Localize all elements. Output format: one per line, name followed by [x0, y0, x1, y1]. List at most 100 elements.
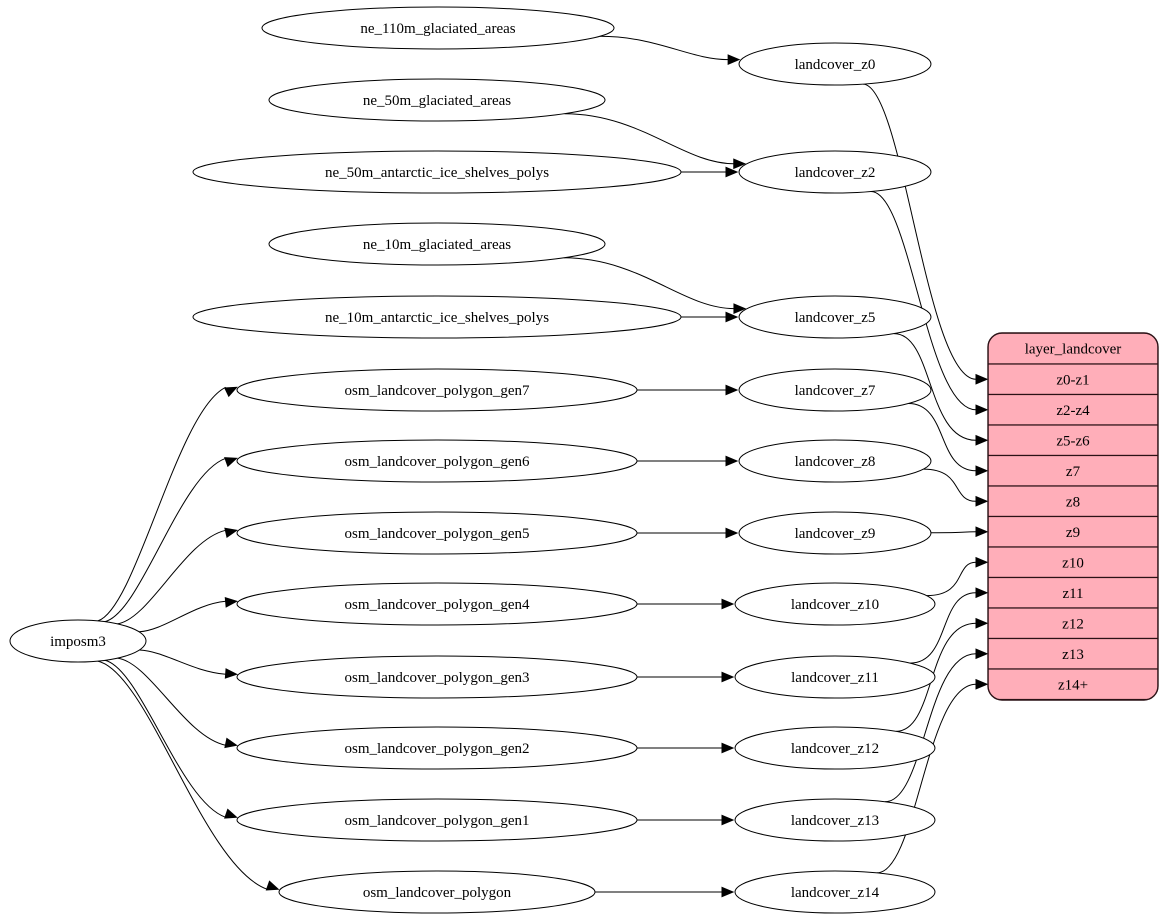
node-ne_110m_glaciated_areas[interactable]: ne_110m_glaciated_areas: [261, 6, 615, 50]
edge-imposm3-to-osm_landcover_polygon_gen6: [104, 457, 226, 623]
node-shape-natural-earth: [192, 150, 682, 194]
node-landcover_z9[interactable]: landcover_z9: [738, 511, 932, 555]
table-row-label: z11: [1062, 586, 1083, 602]
edge-arrowhead: [224, 668, 238, 679]
node-shape-natural-earth: [192, 295, 682, 339]
node-label: osm_landcover_polygon_gen6: [345, 454, 530, 470]
table-row-label: z7: [1066, 464, 1081, 480]
node-label: landcover_z2: [795, 165, 876, 181]
edge-landcover_z14-to-layer_landcover-z14+: [876, 683, 977, 874]
node-osm_landcover_polygon[interactable]: osm_landcover_polygon: [278, 870, 596, 914]
node-shape-natural-earth: [268, 222, 606, 266]
edge-imposm3-to-osm_landcover_polygon_gen5: [117, 529, 226, 625]
node-shape-landcover: [734, 655, 936, 699]
edge-imposm3-to-osm_landcover_polygon_gen1: [104, 659, 226, 818]
node-ne_50m_glaciated_areas[interactable]: ne_50m_glaciated_areas: [268, 78, 606, 122]
node-label: landcover_z7: [795, 383, 876, 399]
node-osm_landcover_polygon_gen1[interactable]: osm_landcover_polygon_gen1: [236, 798, 638, 842]
node-ne_50m_antarctic_ice_shelves_polys[interactable]: ne_50m_antarctic_ice_shelves_polys: [192, 150, 682, 194]
edge-imposm3-to-osm_landcover_polygon_gen7: [97, 386, 226, 622]
edge-arrowhead: [975, 587, 989, 599]
edge-arrowhead: [975, 434, 989, 446]
node-label: ne_110m_glaciated_areas: [360, 21, 515, 37]
edge-arrowhead: [975, 526, 989, 538]
node-osm_landcover_polygon_gen5[interactable]: osm_landcover_polygon_gen5: [236, 511, 638, 555]
node-shape-landcover: [734, 798, 936, 842]
node-osm_landcover_polygon_gen6[interactable]: osm_landcover_polygon_gen6: [236, 439, 638, 483]
node-shape-landcover: [738, 511, 932, 555]
edge-landcover_z13-to-layer_landcover-z13: [884, 653, 977, 803]
edge-landcover_z7-to-layer_landcover-z7: [908, 403, 977, 472]
table-row-label: z5-z6: [1056, 433, 1090, 449]
edge-imposm3-to-osm_landcover_polygon: [97, 660, 268, 890]
node-osm_landcover_polygon_gen3[interactable]: osm_landcover_polygon_gen3: [236, 655, 638, 699]
node-landcover_z8[interactable]: landcover_z8: [738, 439, 932, 483]
edge-arrowhead: [975, 495, 989, 507]
edge-arrowhead: [721, 886, 735, 898]
node-imposm3[interactable]: imposm3: [9, 619, 147, 663]
node-label: landcover_z13: [791, 813, 879, 829]
node-label: osm_landcover_polygon: [363, 885, 512, 901]
edge-arrowhead: [265, 880, 280, 891]
edge-arrowhead: [721, 814, 735, 826]
node-ne_10m_glaciated_areas[interactable]: ne_10m_glaciated_areas: [268, 222, 606, 266]
table-row-label: z12: [1062, 616, 1084, 632]
node-label: osm_landcover_polygon_gen5: [345, 526, 530, 542]
node-label: landcover_z11: [791, 670, 879, 686]
node-landcover_z13[interactable]: landcover_z13: [734, 798, 936, 842]
node-label: osm_landcover_polygon_gen4: [345, 597, 530, 613]
edge-arrowhead: [975, 465, 989, 477]
node-landcover_z10[interactable]: landcover_z10: [734, 582, 936, 626]
node-osm_landcover_polygon_gen4[interactable]: osm_landcover_polygon_gen4: [236, 582, 638, 626]
layer-landcover-table[interactable]: layer_landcoverz0-z1z2-z4z5-z6z7z8z9z10z…: [987, 332, 1159, 701]
node-label: osm_landcover_polygon_gen2: [345, 741, 530, 757]
node-shape-landcover: [738, 368, 932, 412]
node-label: landcover_z8: [795, 454, 876, 470]
node-ne_10m_antarctic_ice_shelves_polys[interactable]: ne_10m_antarctic_ice_shelves_polys: [192, 295, 682, 339]
edge-arrowhead: [975, 648, 989, 660]
node-label: landcover_z0: [795, 57, 876, 73]
node-label: osm_landcover_polygon_gen7: [345, 383, 530, 399]
table-row-z12[interactable]: [988, 607, 1158, 640]
node-osm_landcover_polygon_gen2[interactable]: osm_landcover_polygon_gen2: [236, 726, 638, 770]
edge-arrowhead: [224, 737, 238, 749]
edge-arrowhead: [725, 166, 739, 178]
table-outline: [987, 332, 1159, 701]
node-osm_landcover_polygon_gen7[interactable]: osm_landcover_polygon_gen7: [236, 368, 638, 412]
edge-landcover_z0-to-layer_landcover-z0-z1: [862, 83, 977, 380]
node-landcover_z5[interactable]: landcover_z5: [738, 295, 932, 339]
node-shape-osm: [236, 582, 638, 626]
table-row-label: z14+: [1058, 677, 1088, 693]
table-row-z0-z1[interactable]: [988, 363, 1158, 396]
node-shape-osm: [278, 870, 596, 914]
node-landcover_z2[interactable]: landcover_z2: [738, 150, 932, 194]
node-label: osm_landcover_polygon_gen1: [345, 813, 530, 829]
node-landcover_z12[interactable]: landcover_z12: [734, 726, 936, 770]
node-landcover_z0[interactable]: landcover_z0: [738, 42, 932, 86]
edge-arrowhead: [224, 457, 238, 468]
node-shape-landcover: [738, 150, 932, 194]
node-landcover_z14[interactable]: landcover_z14: [734, 870, 936, 914]
edge-arrowhead: [224, 527, 238, 539]
edge-arrowhead: [725, 311, 739, 323]
edge-arrowhead: [224, 597, 238, 608]
node-shape-natural-earth: [268, 78, 606, 122]
edge-landcover_z8-to-layer_landcover-z8: [923, 468, 977, 502]
edge-arrowhead: [975, 404, 989, 416]
table-row-label: z8: [1066, 494, 1080, 510]
table-row-z14-[interactable]: [988, 668, 1158, 700]
node-shape-landcover: [734, 582, 936, 626]
node-label: landcover_z10: [791, 597, 879, 613]
edge-arrowhead: [224, 808, 238, 819]
node-shape-osm: [236, 368, 638, 412]
edge-arrowhead: [725, 527, 739, 539]
node-shape-osm: [236, 439, 638, 483]
table-row-z11[interactable]: [988, 576, 1158, 609]
node-landcover_z11[interactable]: landcover_z11: [734, 655, 936, 699]
node-landcover_z7[interactable]: landcover_z7: [738, 368, 932, 412]
table-row-label: z0-z1: [1056, 372, 1089, 388]
edge-arrowhead: [975, 617, 989, 629]
node-shape-osm: [236, 655, 638, 699]
node-label: landcover_z12: [791, 741, 879, 757]
